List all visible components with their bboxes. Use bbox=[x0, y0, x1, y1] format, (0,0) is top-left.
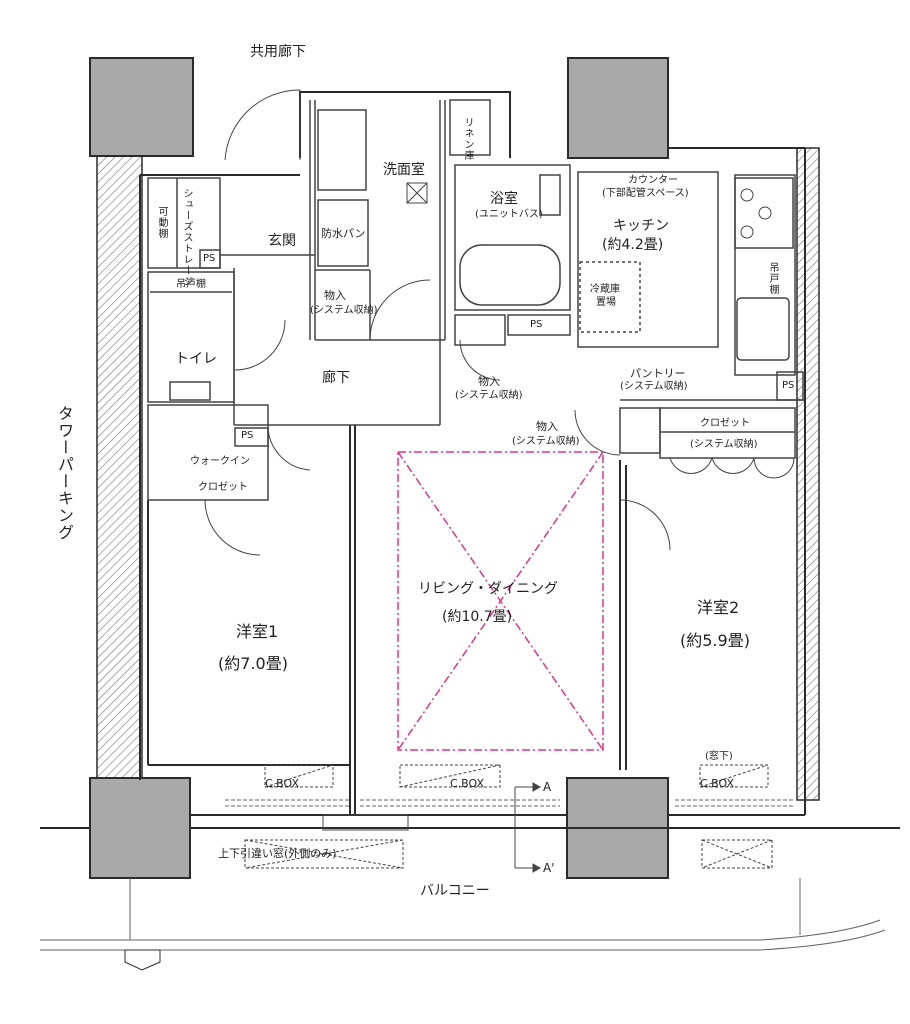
walkin-closet-label-1: ウォークイン bbox=[190, 456, 250, 467]
doors bbox=[204, 89, 795, 556]
kitchen-size-label: (約4.2畳) bbox=[602, 237, 664, 253]
counter-note-label: (下部配管スペース) bbox=[602, 188, 689, 199]
right-hatched-wall bbox=[796, 147, 820, 801]
living-size-label: (約10.7畳) bbox=[442, 609, 513, 625]
waterproof-pan-label: 防水パン bbox=[321, 227, 366, 240]
section-a-label: A bbox=[543, 780, 552, 794]
system-storage-label-2: (システム収納) bbox=[455, 390, 523, 401]
linen-storage-label: リネン庫 bbox=[462, 117, 473, 161]
sliding-window-note: 上下引違い窓(外側のみ) bbox=[218, 847, 337, 860]
tower-parking-label: タワーパーキング bbox=[55, 405, 74, 541]
storage-label-2: 物入 bbox=[478, 375, 500, 388]
bathroom-label: 浴室 bbox=[490, 191, 518, 207]
stove-burners bbox=[740, 188, 772, 239]
cbox-label-2: C.BOX bbox=[450, 777, 485, 790]
fridge-label-1: 冷蔵庫 bbox=[590, 284, 620, 295]
system-storage-label-1: (システム収納) bbox=[310, 305, 378, 316]
cbox-label-3: C.BOX bbox=[700, 777, 735, 790]
hallway-label: 廊下 bbox=[322, 370, 350, 386]
common-corridor-label: 共用廊下 bbox=[250, 44, 306, 60]
shoes-storage-label: シューズストレージ bbox=[181, 188, 192, 287]
pantry-note-label: (システム収納) bbox=[620, 381, 688, 392]
western-room-2-size-label: (約5.9畳) bbox=[680, 631, 750, 650]
western-room-2-label: 洋室2 bbox=[697, 598, 740, 617]
under-window-label: (窓下) bbox=[705, 751, 733, 762]
walkin-closet-label-2: クロゼット bbox=[198, 482, 248, 493]
living-dining-marker bbox=[397, 451, 604, 751]
storage-label-3: 物入 bbox=[536, 420, 558, 433]
column-top-left bbox=[89, 57, 194, 157]
fridge-label-2: 置場 bbox=[596, 297, 616, 308]
washroom-label: 洗面室 bbox=[383, 162, 425, 178]
living-dining-label: リビング・ダイニング bbox=[418, 581, 558, 597]
section-markers bbox=[514, 782, 542, 873]
unit-bath-label: (ユニットバス) bbox=[475, 209, 543, 220]
system-storage-label-3: (システム収納) bbox=[512, 436, 580, 447]
storage-label-1: 物入 bbox=[324, 289, 346, 302]
closet-note-label: (システム収納) bbox=[690, 439, 758, 450]
balcony-label: バルコニー bbox=[420, 883, 490, 899]
partitions bbox=[147, 99, 805, 501]
kitchen-label: キッチン bbox=[613, 218, 669, 234]
cbox-label-1: C.BOX bbox=[265, 777, 300, 790]
movable-shelf-label: 可動棚 bbox=[156, 206, 167, 239]
hanging-shelf-label-kitchen: 吊戸棚 bbox=[767, 262, 778, 295]
x-markers bbox=[244, 182, 773, 869]
windows bbox=[225, 799, 795, 807]
ps-label-entrance: PS bbox=[203, 253, 216, 264]
entrance-label: 玄関 bbox=[268, 233, 296, 249]
left-hatched-wall bbox=[96, 154, 143, 781]
closet-label: クロゼット bbox=[700, 418, 750, 429]
pantry-label: パントリー bbox=[630, 367, 686, 380]
western-room-1-label: 洋室1 bbox=[236, 622, 279, 641]
walls bbox=[40, 91, 900, 829]
ps-label-bath: PS bbox=[530, 319, 543, 330]
ps-label-closet: PS bbox=[241, 430, 254, 441]
ps-label-kitchen: PS bbox=[782, 380, 795, 391]
section-a-prime-label: A' bbox=[543, 861, 555, 875]
column-bottom-left bbox=[89, 777, 191, 879]
hanging-shelf-label-toilet: 吊戸棚 bbox=[176, 279, 206, 290]
toilet-label: トイレ bbox=[175, 351, 217, 367]
western-room-1-size-label: (約7.0畳) bbox=[218, 654, 288, 673]
counter-label: カウンター bbox=[628, 175, 678, 186]
column-top-right bbox=[567, 57, 669, 159]
balcony-rail bbox=[40, 878, 886, 971]
